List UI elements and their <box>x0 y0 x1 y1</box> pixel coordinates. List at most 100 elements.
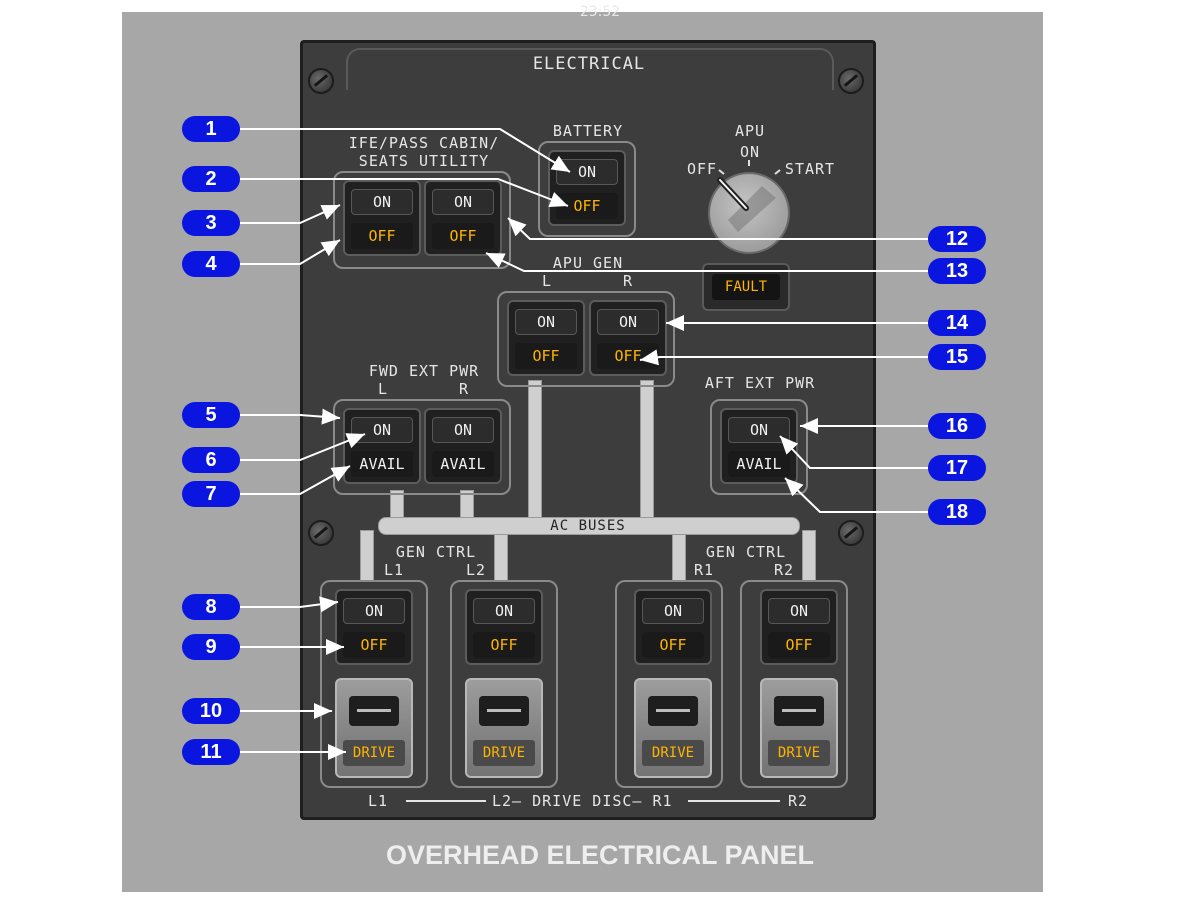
gen-l2-group <box>450 580 558 788</box>
gen-r2-switch[interactable]: ON OFF <box>760 589 838 665</box>
callout-badge: 4 <box>182 251 240 277</box>
switch-off-label: OFF <box>343 632 405 658</box>
switch-avail-label: AVAIL <box>351 451 413 477</box>
bus-wire <box>672 530 686 582</box>
switch-on-label: ON <box>556 159 618 185</box>
battery-label: BATTERY <box>552 122 624 140</box>
switch-off-label: OFF <box>515 343 577 369</box>
apu-on-label: ON <box>739 143 761 161</box>
callout-badge: 8 <box>182 594 240 620</box>
gen-r1-group <box>615 580 723 788</box>
gen-r1-switch[interactable]: ON OFF <box>634 589 712 665</box>
divider <box>688 800 780 802</box>
fwd-ext-l-switch[interactable]: ON AVAIL <box>343 408 421 484</box>
apu-gen-group <box>497 291 675 387</box>
callout-badge: 1 <box>182 116 240 142</box>
bus-wire <box>640 380 654 522</box>
apu-start-label: START <box>784 160 836 178</box>
gen-l1-label: L1 <box>383 561 405 579</box>
panel-title: ELECTRICAL <box>532 54 646 74</box>
apu-off-label: OFF <box>686 160 718 178</box>
gen-l2-label: L2 <box>465 561 487 579</box>
drive-label: DRIVE <box>642 740 704 766</box>
gen-ctrl-left-label: GEN CTRL <box>395 543 477 561</box>
screw-icon <box>838 520 864 546</box>
panel-title-frame <box>346 48 834 90</box>
callout-badge: 17 <box>928 455 986 481</box>
fwd-ext-r-switch[interactable]: ON AVAIL <box>424 408 502 484</box>
switch-on-label: ON <box>597 309 659 335</box>
callout-badge: 7 <box>182 481 240 507</box>
switch-on-label: ON <box>642 598 704 624</box>
ac-buses-label: AC BUSES <box>550 518 626 534</box>
drive-disc-l1-switch[interactable]: DRIVE <box>335 678 413 778</box>
switch-avail-label: AVAIL <box>432 451 494 477</box>
apu-selector-knob[interactable] <box>708 172 790 254</box>
switch-off-label: OFF <box>473 632 535 658</box>
fwd-ext-pwr-label: FWD EXT PWR <box>368 362 480 380</box>
fwd-l-label: L <box>377 380 389 398</box>
battery-switch[interactable]: ON OFF <box>548 150 626 226</box>
apu-gen-r-switch[interactable]: ON OFF <box>589 300 667 376</box>
gen-ctrl-right-label: GEN CTRL <box>705 543 787 561</box>
switch-on-label: ON <box>473 598 535 624</box>
callout-badge: 9 <box>182 634 240 660</box>
divider <box>406 800 486 802</box>
switch-off-label: OFF <box>768 632 830 658</box>
fault-label: FAULT <box>712 274 780 300</box>
cabin-utility-switch[interactable]: ON OFF <box>424 180 502 256</box>
drive-disc-l2-switch[interactable]: DRIVE <box>465 678 543 778</box>
switch-on-label: ON <box>768 598 830 624</box>
switch-off-label: OFF <box>597 343 659 369</box>
switch-on-label: ON <box>351 189 413 215</box>
apu-gen-l-switch[interactable]: ON OFF <box>507 300 585 376</box>
aft-ext-switch[interactable]: ON AVAIL <box>720 408 798 484</box>
gen-r2-group <box>740 580 848 788</box>
slot-icon <box>349 696 399 726</box>
callout-badge: 13 <box>928 258 986 284</box>
drive-disc-l1-label: L1 <box>368 792 389 810</box>
slot-icon <box>774 696 824 726</box>
callout-badge: 2 <box>182 166 240 192</box>
slot-icon <box>648 696 698 726</box>
figure-caption: OVERHEAD ELECTRICAL PANEL <box>385 840 815 870</box>
apu-gen-r-label: R <box>622 272 634 290</box>
bus-wire <box>494 530 508 582</box>
fwd-r-label: R <box>458 380 470 398</box>
callout-badge: 10 <box>182 698 240 724</box>
apu-fault-light: FAULT <box>702 263 790 311</box>
switch-avail-label: AVAIL <box>728 451 790 477</box>
bus-wire <box>528 380 542 522</box>
gen-r1-label: R1 <box>693 561 715 579</box>
callout-badge: 3 <box>182 210 240 236</box>
switch-on-label: ON <box>432 189 494 215</box>
callout-badge: 18 <box>928 499 986 525</box>
gen-r2-label: R2 <box>773 561 795 579</box>
gen-l1-switch[interactable]: ON OFF <box>335 589 413 665</box>
status-time: 23:52 <box>579 4 621 20</box>
gen-l1-group <box>320 580 428 788</box>
screw-icon <box>308 68 334 94</box>
drive-label: DRIVE <box>343 740 405 766</box>
screw-icon <box>838 68 864 94</box>
apu-gen-l-label: L <box>541 272 553 290</box>
callout-badge: 16 <box>928 413 986 439</box>
gen-l2-switch[interactable]: ON OFF <box>465 589 543 665</box>
aft-ext-pwr-label: AFT EXT PWR <box>704 374 816 392</box>
bus-wire <box>802 530 816 582</box>
switch-off-label: OFF <box>642 632 704 658</box>
drive-disc-r2-switch[interactable]: DRIVE <box>760 678 838 778</box>
drive-disc-label: L2— DRIVE DISC— R1 <box>492 792 673 810</box>
drive-disc-r1-switch[interactable]: DRIVE <box>634 678 712 778</box>
ac-buses-bar <box>378 517 800 535</box>
drive-label: DRIVE <box>473 740 535 766</box>
switch-off-label: OFF <box>432 223 494 249</box>
ife-seats-switch[interactable]: ON OFF <box>343 180 421 256</box>
bus-wire <box>360 530 374 582</box>
switch-off-label: OFF <box>351 223 413 249</box>
switch-on-label: ON <box>432 417 494 443</box>
screw-icon <box>308 520 334 546</box>
callout-badge: 5 <box>182 402 240 428</box>
drive-label: DRIVE <box>768 740 830 766</box>
apu-gen-label: APU GEN <box>552 254 624 272</box>
